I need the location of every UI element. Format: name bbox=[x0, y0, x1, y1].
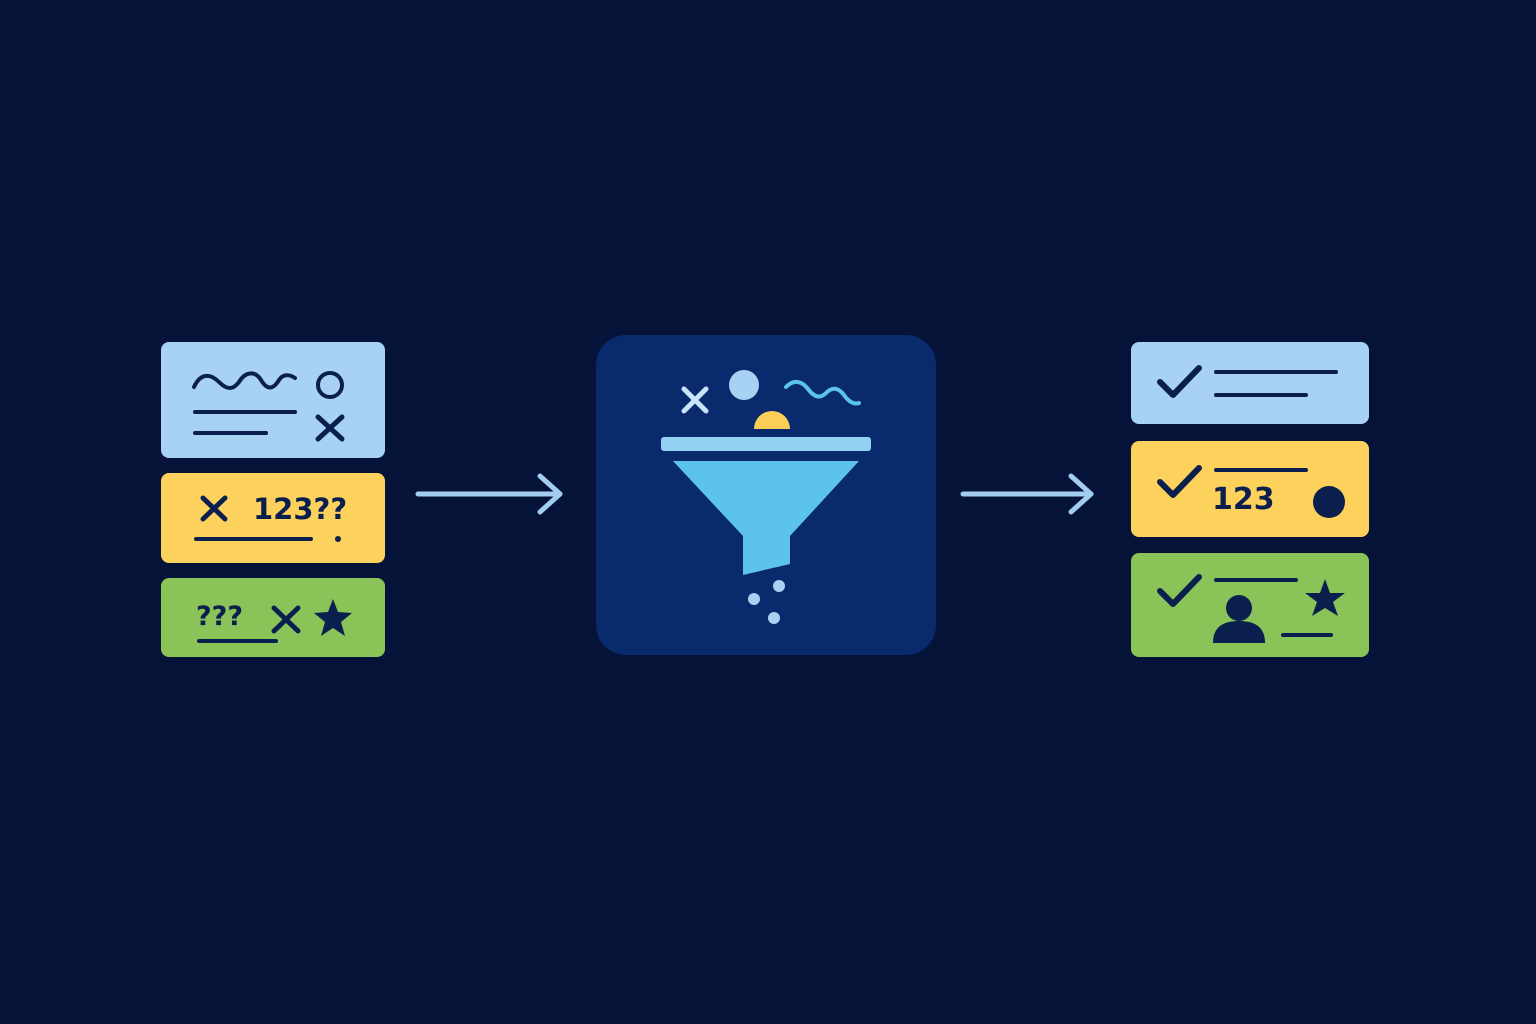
arrow-right-icon bbox=[415, 473, 563, 515]
droplet bbox=[748, 593, 760, 605]
input-card-3-art bbox=[197, 599, 352, 643]
output-card-1-art bbox=[1157, 365, 1338, 398]
circle-particle bbox=[729, 370, 759, 400]
x-mark-icon bbox=[200, 495, 228, 522]
input-card-unknown-values: ??? bbox=[161, 578, 385, 657]
input-card-messy-text bbox=[161, 342, 385, 458]
dot-icon bbox=[335, 536, 341, 542]
droplet bbox=[773, 580, 785, 592]
filter-panel bbox=[596, 335, 936, 655]
arrow-right-icon bbox=[960, 473, 1094, 515]
half-circle-particle bbox=[754, 411, 790, 429]
x-mark-icon bbox=[681, 386, 709, 414]
output-card-3-art bbox=[1157, 574, 1345, 643]
input-card-1-art bbox=[192, 371, 345, 442]
star-icon bbox=[1305, 579, 1345, 616]
checkmark-icon bbox=[1157, 574, 1202, 607]
circle-icon bbox=[316, 371, 344, 399]
checkmark-icon bbox=[1157, 365, 1202, 398]
x-mark-icon bbox=[315, 414, 345, 442]
input-card-bad-numbers: 123?? bbox=[161, 473, 385, 563]
user-icon bbox=[1213, 595, 1265, 643]
scribble-icon bbox=[192, 371, 297, 390]
star-icon bbox=[314, 599, 352, 636]
filter-panel-art bbox=[661, 370, 871, 624]
output-card-clean-numbers: 123 bbox=[1131, 441, 1369, 537]
input-card-3-text: ??? bbox=[196, 601, 243, 632]
input-card-2-art bbox=[194, 495, 341, 542]
droplet bbox=[768, 612, 780, 624]
x-mark-icon bbox=[271, 605, 301, 634]
checkmark-icon bbox=[1157, 465, 1202, 498]
funnel-icon bbox=[661, 437, 871, 575]
squiggle-particle bbox=[784, 380, 861, 406]
output-card-2-text: 123 bbox=[1212, 482, 1275, 517]
dot-icon bbox=[1313, 486, 1345, 518]
output-card-clean-profile bbox=[1131, 553, 1369, 657]
output-card-2-art bbox=[1157, 465, 1345, 518]
output-card-clean-text bbox=[1131, 342, 1369, 424]
input-card-2-text: 123?? bbox=[253, 492, 348, 526]
